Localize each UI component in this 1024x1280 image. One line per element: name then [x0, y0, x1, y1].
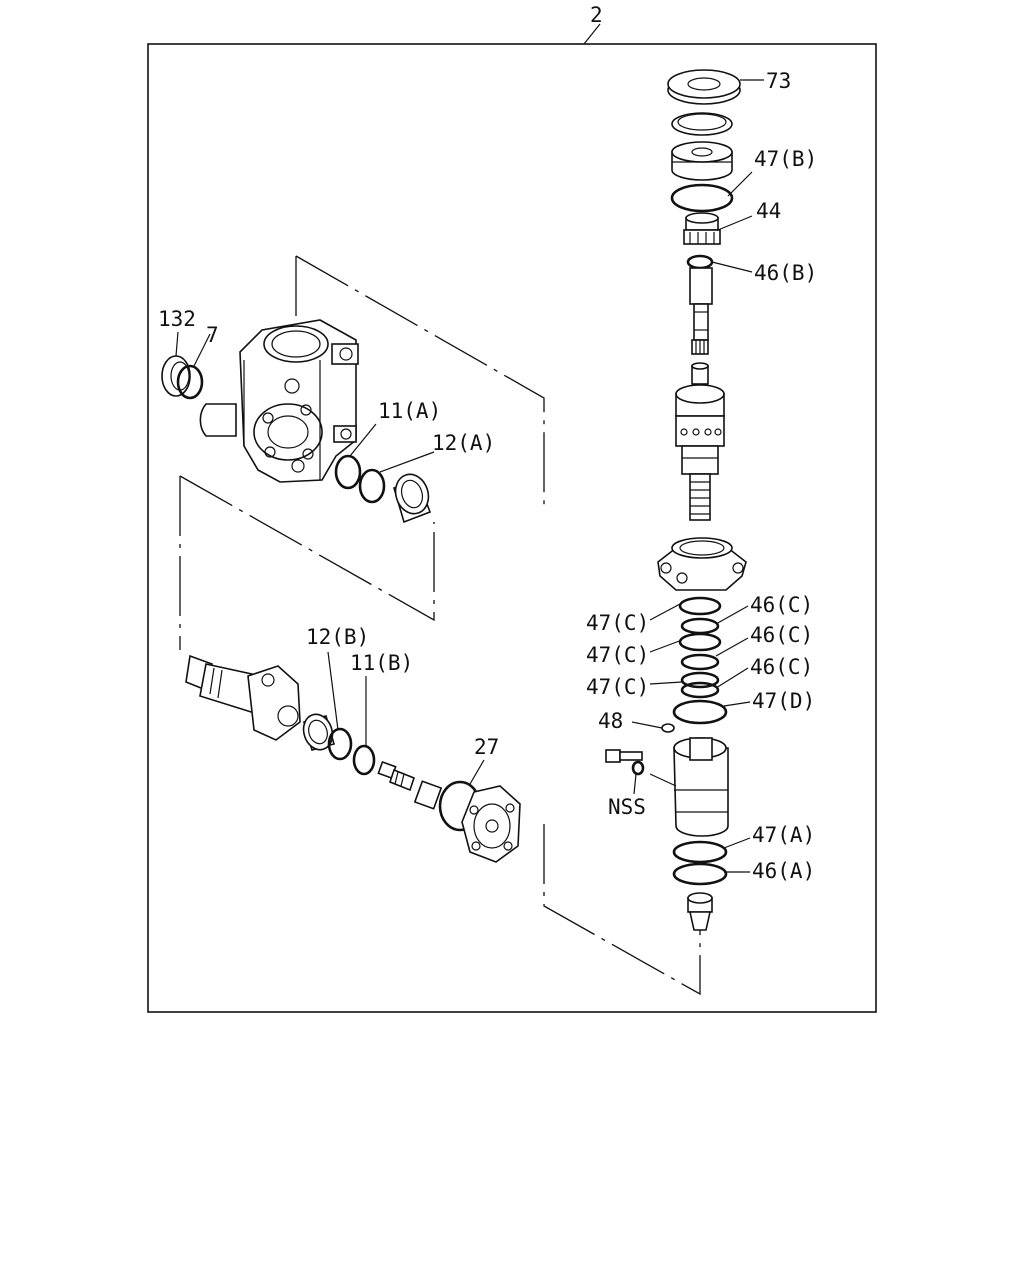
- valve-housing-flange: [657, 537, 747, 591]
- part-46a-oring: [672, 862, 728, 886]
- callout-46a: 46(A): [752, 859, 815, 883]
- callout-46c-2: 46(C): [750, 623, 813, 647]
- control-valve-rotor: [675, 362, 725, 521]
- callout-73: 73: [766, 69, 791, 93]
- cylinder-body: [673, 737, 729, 837]
- part-11b-snap-ring: [352, 744, 376, 776]
- callout-11b: 11(B): [350, 651, 413, 675]
- callout-47c-1: 47(C): [586, 611, 649, 635]
- gear-housing: [199, 319, 359, 483]
- callout-46b: 46(B): [754, 261, 817, 285]
- callout-12a: 12(A): [432, 431, 495, 455]
- part-44-bearing: [683, 212, 721, 245]
- part-48-nut: [661, 723, 675, 733]
- part-47a-oring: [672, 840, 728, 864]
- leader-lines: [175, 79, 764, 873]
- part-7-ring: [176, 364, 204, 400]
- assembly-frame: [147, 43, 877, 1013]
- part-12b-seal: [327, 727, 353, 761]
- callout-47c-3: 47(C): [586, 675, 649, 699]
- needle-bearing-lower: [302, 713, 335, 751]
- adjust-sleeve: [413, 780, 443, 810]
- callout-7: 7: [206, 323, 219, 347]
- sector-shaft: [185, 654, 301, 741]
- callout-27: 27: [474, 735, 499, 759]
- input-shaft: [686, 254, 714, 355]
- callout-12b: 12(B): [306, 625, 369, 649]
- callout-44: 44: [756, 199, 781, 223]
- alignment-lines: [179, 255, 701, 996]
- valve-cap: [671, 141, 733, 181]
- callout-nss: NSS: [608, 795, 646, 819]
- callout-132: 132: [158, 307, 196, 331]
- end-plug: [687, 892, 713, 931]
- seal-ring-upper: [671, 112, 733, 136]
- bolt-and-washer: [605, 749, 645, 776]
- seal-stack: [672, 596, 728, 725]
- callout-labels: 73 47(B) 44 46(B) 132 7 11(A) 12(A) 12(B…: [158, 69, 817, 883]
- part-47b-oring: [670, 183, 734, 213]
- callout-46c-3: 46(C): [750, 655, 813, 679]
- callout-47c-2: 47(C): [586, 643, 649, 667]
- callout-46c-1: 46(C): [750, 593, 813, 617]
- callout-47d: 47(D): [752, 689, 815, 713]
- part-12a-seal: [358, 468, 386, 504]
- part-73-washer: [667, 69, 741, 105]
- part-132-seal: [161, 355, 191, 397]
- adjust-screw: [377, 760, 415, 792]
- part-11a-snap-ring: [334, 454, 362, 490]
- callout-48: 48: [598, 709, 623, 733]
- callout-47b: 47(B): [754, 147, 817, 171]
- needle-bearing-upper: [393, 473, 432, 524]
- callout-11a: 11(A): [378, 399, 441, 423]
- assembly-number-label: 2: [590, 3, 603, 27]
- side-cover: [461, 785, 521, 863]
- callout-47a: 47(A): [752, 823, 815, 847]
